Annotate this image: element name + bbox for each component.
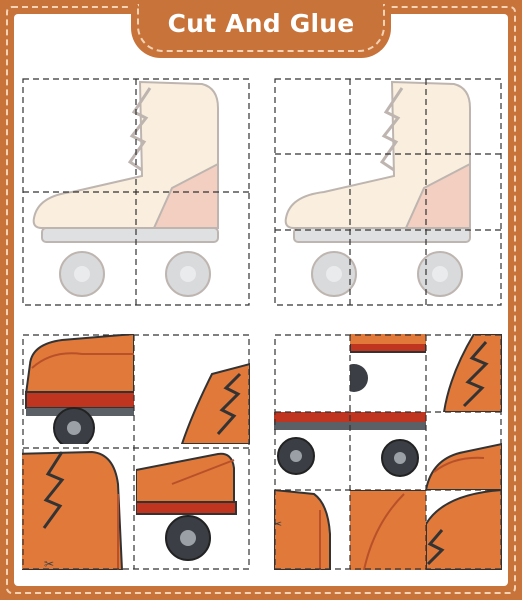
puzzle-piece-r2c1[interactable] xyxy=(274,412,350,475)
puzzle-piece-r3c2[interactable] xyxy=(350,490,426,570)
puzzle-piece-r3c3[interactable] xyxy=(426,490,502,570)
cut-pieces-right[interactable]: ✂ xyxy=(274,334,502,570)
puzzle-piece-r1c3[interactable] xyxy=(442,334,502,412)
puzzle-piece-r2c2[interactable] xyxy=(350,412,426,477)
puzzle-piece-r3c1[interactable]: ✂ xyxy=(274,490,331,570)
puzzle-piece-r2c3[interactable] xyxy=(426,442,502,490)
cut-pieces-left[interactable]: ✂ xyxy=(22,334,250,570)
puzzle-piece-laces[interactable] xyxy=(180,362,250,444)
faded-skate-image xyxy=(284,80,471,297)
scissors-icon: ✂ xyxy=(44,557,54,570)
page-title: Cut And Glue xyxy=(167,9,355,38)
scissors-icon: ✂ xyxy=(274,517,282,531)
reference-skate-left xyxy=(22,78,250,306)
puzzle-piece-boot-upper[interactable]: ✂ xyxy=(22,450,124,570)
puzzle-piece-heel[interactable] xyxy=(136,452,237,561)
puzzle-piece-toe[interactable] xyxy=(24,334,136,448)
title-banner xyxy=(131,0,391,58)
reference-skate-right xyxy=(274,78,502,306)
faded-skate-image xyxy=(32,80,219,297)
puzzle-piece-r1c2[interactable] xyxy=(340,334,426,392)
